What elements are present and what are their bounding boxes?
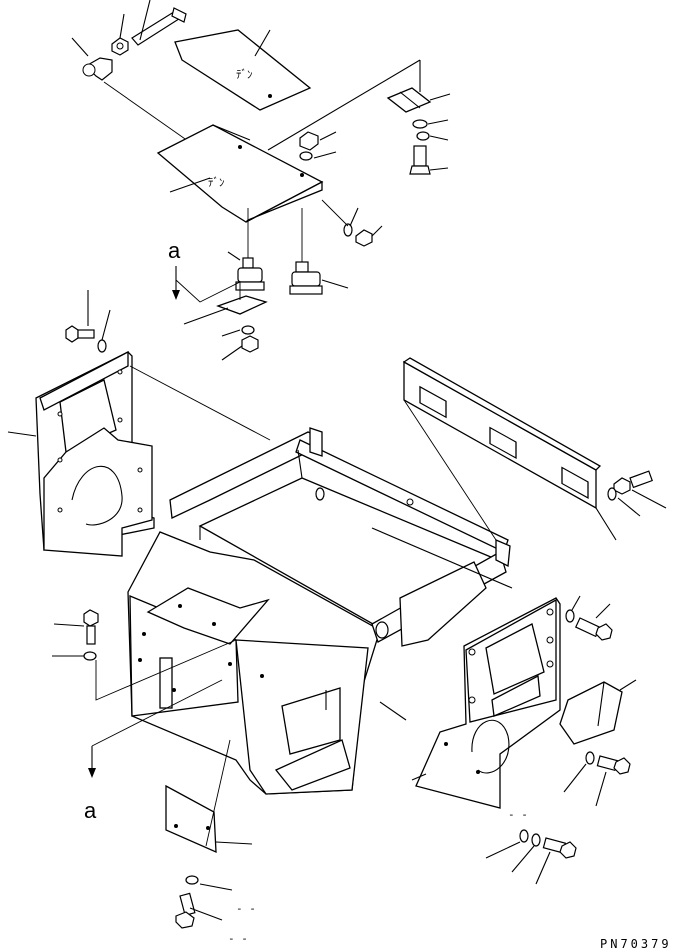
right-cover-plate [559, 679, 637, 745]
plate-mark-upper: ﾃﾞﾝ [236, 68, 253, 81]
rail-bolt-washer [607, 470, 667, 517]
long-bolt [131, 0, 187, 46]
dash-note-right: - - [508, 808, 528, 821]
hinge-bolt [409, 145, 449, 175]
hinge-washers [412, 119, 449, 141]
rear-rail [402, 357, 617, 541]
bottom-cover-plate [165, 739, 253, 854]
lower-cover-plate: ﾃﾞﾝ [156, 59, 421, 223]
dash-note-bottom-2: - - [228, 932, 248, 945]
nut [111, 13, 129, 56]
rubber-mount-left [227, 208, 265, 291]
view-marker-lower: a [84, 798, 97, 823]
right-bolt-washer-bottom: - - [485, 808, 577, 885]
view-arrow-upper [172, 266, 241, 303]
hinge-bracket [386, 60, 451, 113]
top-cover-plate: ﾃﾞﾝ [174, 29, 312, 111]
view-arrow-lower [88, 679, 223, 778]
left-side-plate [7, 350, 271, 557]
rubber-mount-right [289, 208, 349, 295]
bottom-bolt-washer: - - - - [175, 875, 256, 945]
main-frame [127, 427, 513, 795]
view-marker-upper: a [168, 238, 181, 263]
frame-bolt-washer [52, 609, 237, 701]
left-bolt-washer [65, 290, 111, 353]
dash-note-bottom-1: - - [236, 902, 256, 915]
corner-nut-washer [321, 199, 383, 247]
right-side-plate [411, 597, 561, 809]
cover-nut-washer [299, 131, 337, 161]
right-bolt-washer-lower [563, 751, 631, 807]
right-bolt-washer-upper [565, 595, 613, 641]
plate-mark-lower: ﾃﾞﾝ [208, 176, 225, 189]
part-number: PN70379 [600, 937, 672, 951]
mount-bracket [183, 295, 268, 361]
